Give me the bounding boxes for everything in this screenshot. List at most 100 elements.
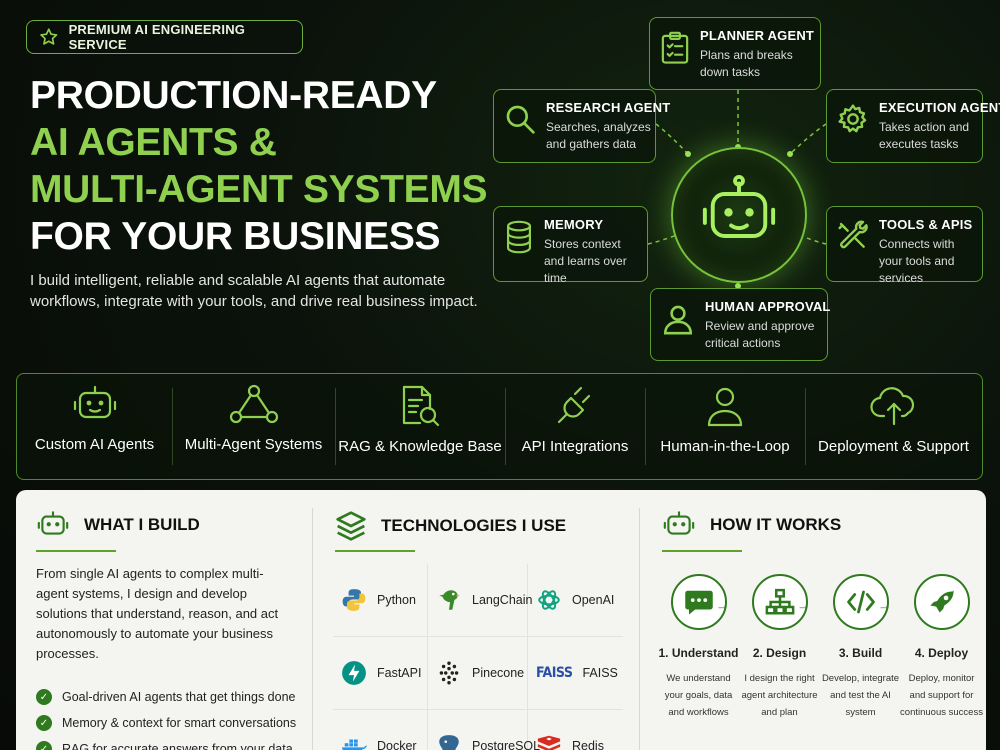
services-bar: Custom AI Agents Multi-Agent Systems RAG… [16,373,983,480]
faiss-logo: FAISS [536,665,573,681]
step-title: 2. Design [752,646,807,660]
agent-card-human: HUMAN APPROVAL Review and approve critica… [650,288,831,361]
hero-line-1: PRODUCTION-READY [30,74,437,117]
step-circle [670,574,727,630]
service-rag: RAG & Knowledge Base [335,374,505,479]
ai-core [671,147,807,283]
service-label: RAG & Knowledge Base [338,438,502,455]
pinecone-logo-icon [436,660,462,686]
robot-icon [73,385,116,419]
list-item: ✓Goal-driven AI agents that get things d… [36,684,296,710]
agent-title: PLANNER AGENT [700,28,815,43]
step-title: 1. Understand [658,646,739,660]
network-icon [229,384,278,424]
service-label: Deployment & Support [818,438,969,455]
hierarchy-icon [765,588,794,615]
database-icon [506,220,532,254]
plug-icon [557,386,591,424]
list-item: ✓Memory & context for smart conversation… [36,710,296,736]
feature-list: ✓Goal-driven AI agents that get things d… [36,684,296,750]
hero-line-4: FOR YOUR BUSINESS [30,215,441,258]
agent-desc: Searches, analyzes and gathers data [546,120,651,151]
process-steps: 1. Understand We understand your goals, … [658,574,983,721]
agent-card-memory: MEMORY Stores context and learns over tim… [493,206,648,285]
arrow-right-icon: → [878,598,891,613]
premium-badge: PREMIUM AI ENGINEERING SERVICE [26,20,303,54]
robot-core-icon [702,174,776,238]
magnifier-icon [506,105,535,134]
agent-desc: Takes action and executes tasks [879,120,970,151]
technologies-column: TECHNOLOGIES I USE Python LangChain Open… [313,490,639,750]
step-understand: 1. Understand We understand your goals, … [658,574,739,721]
column-divider [639,508,640,750]
tech-postgresql: PostgreSQL [428,710,540,750]
redis-logo-icon [536,733,562,750]
step-circle [913,574,970,630]
hero-line-3: MULTI-AGENT SYSTEMS [30,168,488,211]
wrench-screwdriver-icon [838,220,868,249]
check-icon: ✓ [36,741,52,750]
step-desc: We understand your goals, data and workf… [664,673,733,718]
agent-title: EXECUTION AGENT [879,100,1000,115]
robot-icon [663,511,695,535]
what-i-build-column: WHAT I BUILD From single AI agents to co… [16,490,312,750]
service-deployment: Deployment & Support [805,374,982,479]
agent-title: MEMORY [544,217,604,232]
clipboard-checklist-icon [661,31,689,64]
service-custom-agents: Custom AI Agents [17,374,172,479]
service-api: API Integrations [505,374,645,479]
info-panel: WHAT I BUILD From single AI agents to co… [16,490,986,750]
step-circle [751,574,808,630]
tech-pinecone: Pinecone [428,637,528,710]
step-build: 3. Build Develop, integrate and test the… [820,574,901,721]
heading-rule [36,550,116,552]
tech-langchain: LangChain [428,564,532,637]
tech-fastapi: FastAPI [333,637,428,710]
what-i-build-heading: WHAT I BUILD [36,510,200,540]
service-label: Custom AI Agents [34,436,155,453]
robot-icon [37,511,69,535]
code-icon [846,590,875,614]
agent-card-planner: PLANNER AGENT Plans and breaks down tasks [649,17,821,90]
agent-desc: Stores context and learns over time [544,237,627,285]
agent-desc: Review and approve critical actions [705,319,815,350]
user-icon [663,305,693,335]
arrow-right-icon: → [716,598,729,613]
step-title: 4. Deploy [914,646,969,660]
step-circle [832,574,889,630]
service-human-loop: Human-in-the-Loop [645,374,805,479]
chat-bubble-icon [684,590,713,615]
star-icon [40,28,58,45]
service-label: Human-in-the-Loop [660,438,790,455]
heading-rule [662,550,742,552]
check-icon: ✓ [36,689,52,705]
service-multi-agent: Multi-Agent Systems [172,374,335,479]
how-it-works-heading: HOW IT WORKS [662,510,841,540]
hero-title: PRODUCTION-READY AI AGENTS & MULTI-AGENT… [30,72,488,260]
agent-desc: Plans and breaks down tasks [700,48,793,79]
tech-docker: Docker [333,710,428,750]
arrow-right-icon: → [797,598,810,613]
column-divider [312,508,313,750]
rocket-icon [929,590,954,613]
how-it-works-column: HOW IT WORKS 1. Understand We understand… [640,490,986,750]
check-icon: ✓ [36,715,52,731]
technologies-heading: TECHNOLOGIES I USE [335,510,566,542]
technology-grid: Python LangChain OpenAI FastAPI Pinecone… [333,564,623,750]
step-title: 3. Build [838,646,883,660]
heading-rule [335,550,415,552]
fastapi-logo-icon [341,660,367,686]
openai-logo-icon [536,587,562,613]
step-desc: I design the right agent architecture an… [741,673,818,718]
layers-icon [336,511,366,541]
service-label: Multi-Agent Systems [184,436,323,453]
tech-openai: OpenAI [528,564,623,637]
step-deploy: 4. Deploy Deploy, monitor and support fo… [900,574,983,721]
parrot-logo-icon [436,587,462,613]
gear-icon [838,104,867,133]
step-desc: Develop, integrate and test the AI syste… [821,673,900,718]
docker-logo-icon [341,733,367,750]
agent-title: HUMAN APPROVAL [705,299,831,314]
